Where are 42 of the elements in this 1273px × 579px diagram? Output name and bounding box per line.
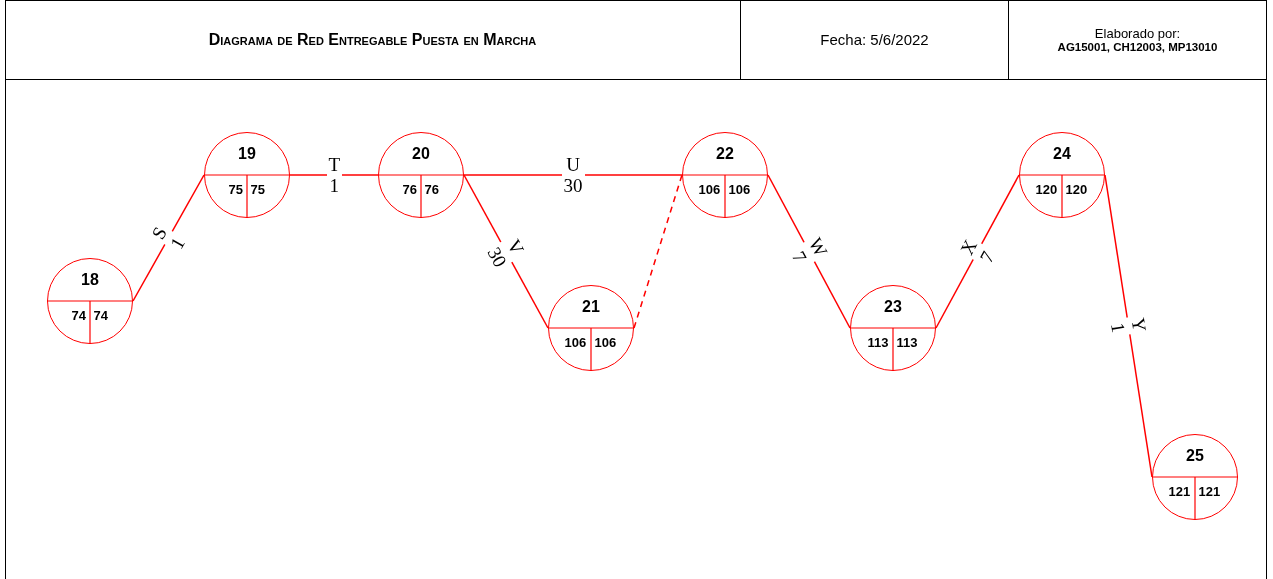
event-circle	[378, 132, 464, 218]
event-circle	[204, 132, 290, 218]
earliest-time: 121	[1168, 484, 1191, 499]
earliest-time: 106	[564, 335, 587, 350]
event-circle	[682, 132, 768, 218]
connector-line	[132, 174, 205, 302]
connector-line	[767, 174, 851, 329]
earliest-time: 113	[867, 335, 889, 350]
event-number: 21	[581, 298, 601, 316]
earliest-time: 120	[1035, 182, 1058, 197]
event-circle	[548, 285, 634, 371]
earliest-time: 76	[402, 182, 417, 197]
event-number: 25	[1185, 447, 1205, 465]
latest-time: 106	[594, 335, 617, 350]
event-number: 24	[1052, 145, 1072, 163]
connector-line	[1104, 174, 1153, 478]
connector-line	[633, 174, 683, 329]
event-circle	[850, 285, 936, 371]
latest-time: 121	[1198, 484, 1221, 499]
connector-line	[935, 174, 1020, 329]
author-heading: Elaborado por:	[1094, 26, 1181, 41]
latest-time: 106	[728, 182, 751, 197]
diagram-title: Diagrama de Red Entregable Puesta en Marcha	[208, 30, 537, 49]
latest-time: 113	[896, 335, 918, 350]
latest-time: 76	[424, 182, 439, 197]
event-circle	[1019, 132, 1105, 218]
event-number: 23	[883, 298, 903, 316]
event-number: 18	[80, 271, 100, 289]
latest-time: 74	[93, 308, 108, 323]
latest-time: 75	[250, 182, 265, 197]
connector-line	[463, 174, 683, 176]
date-text: Fecha: 5/6/2022	[820, 31, 929, 48]
earliest-time: 75	[228, 182, 243, 197]
earliest-time: 106	[698, 182, 721, 197]
event-circle	[1152, 434, 1238, 520]
event-circle	[47, 258, 133, 344]
event-number: 19	[237, 145, 257, 163]
earliest-time: 74	[71, 308, 86, 323]
author-list: AG15001, CH12003, MP13010	[1057, 41, 1218, 53]
latest-time: 120	[1065, 182, 1088, 197]
event-number: 22	[715, 145, 735, 163]
event-number: 20	[411, 145, 431, 163]
